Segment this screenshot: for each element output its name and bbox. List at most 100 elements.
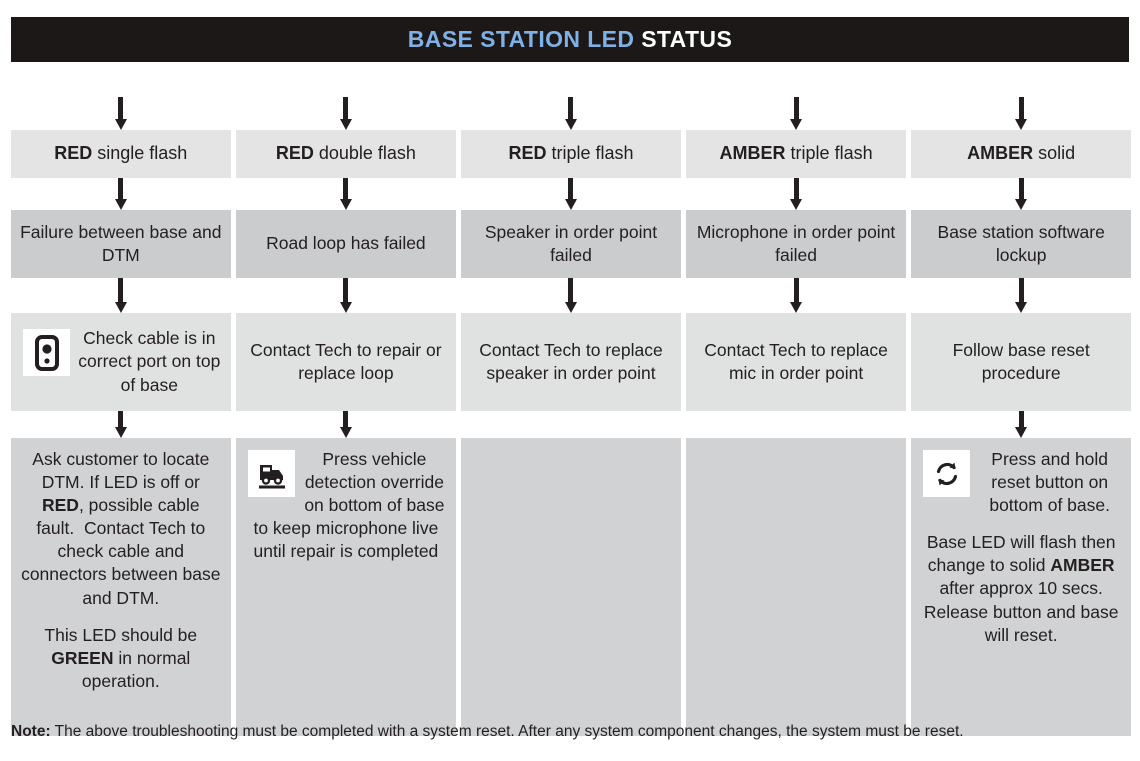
down-arrow-icon	[114, 411, 127, 438]
column-amber-triple-flash: AMBER triple flash	[686, 130, 906, 178]
action-cell: Check cable is in correct port on top of…	[11, 313, 231, 411]
column-amber-solid: Press and hold reset button on bottom of…	[911, 438, 1131, 736]
arrow-row-status-to-fault	[11, 178, 1129, 210]
page-title-highlight: BASE STATION LED	[407, 26, 635, 52]
down-arrow-icon	[1015, 411, 1028, 438]
led-status-cell: AMBER solid	[911, 130, 1131, 178]
footer-note-text: The above troubleshooting must be comple…	[50, 723, 964, 740]
row-recommended-action: Check cable is in correct port on top of…	[11, 313, 1131, 411]
column-amber-solid: Follow base reset procedure	[911, 313, 1131, 411]
down-arrow-icon	[339, 97, 352, 130]
device-port-icon	[23, 329, 70, 377]
led-status-cell: RED triple flash	[461, 130, 681, 178]
action-cell: Contact Tech to repair or replace loop	[236, 313, 456, 411]
action-text: Check cable is in correct port on top of…	[78, 328, 221, 395]
down-arrow-icon	[564, 178, 577, 210]
detail-paragraph: Ask customer to locate DTM. If LED is of…	[21, 449, 221, 608]
detail-paragraph: Base LED will flash then change to solid…	[923, 532, 1119, 645]
column-red-single-flash: RED single flash	[11, 130, 231, 178]
led-status-bold: RED	[508, 143, 547, 164]
arrow-cell	[686, 97, 906, 130]
led-status-bold: AMBER	[719, 143, 786, 164]
keyword-amber: AMBER	[1050, 555, 1115, 576]
detail-cell-empty	[461, 438, 681, 736]
arrow-cell	[11, 278, 231, 313]
detail-cell: Press and hold reset button on bottom of…	[911, 438, 1131, 736]
down-arrow-icon	[790, 278, 803, 313]
led-status-bold: AMBER	[967, 143, 1034, 164]
column-red-triple-flash: Speaker in order point failed	[461, 210, 681, 278]
down-arrow-icon	[1015, 97, 1028, 130]
action-cell: Follow base reset procedure	[911, 313, 1131, 411]
down-arrow-icon	[1015, 178, 1028, 210]
fault-cell: Road loop has failed	[236, 210, 456, 278]
flow-grid: RED single flash RED double flash RED tr…	[11, 97, 1131, 736]
led-status-rest: triple flash	[546, 143, 634, 164]
arrow-row-action-to-detail	[11, 411, 1129, 438]
down-arrow-icon	[114, 278, 127, 313]
arrow-cell	[236, 178, 456, 210]
keyword-red: RED	[42, 495, 79, 516]
column-red-triple-flash: RED triple flash	[461, 130, 681, 178]
led-status-rest: triple flash	[785, 143, 873, 164]
column-red-single-flash: Failure between base and DTM	[11, 210, 231, 278]
fault-cell: Speaker in order point failed	[461, 210, 681, 278]
led-status-rest: double flash	[313, 143, 416, 164]
column-red-single-flash: Ask customer to locate DTM. If LED is of…	[11, 438, 231, 736]
footer-note-label: Note:	[11, 723, 51, 740]
arrow-cell	[686, 411, 906, 438]
column-red-triple-flash: Contact Tech to replace speaker in order…	[461, 313, 681, 411]
led-status-bold: RED	[54, 143, 93, 164]
arrow-cell	[686, 178, 906, 210]
detail-cell-empty	[686, 438, 906, 736]
column-amber-triple-flash: Contact Tech to replace mic in order poi…	[686, 313, 906, 411]
column-red-double-flash: Contact Tech to repair or replace loop	[236, 313, 456, 411]
arrow-cell	[461, 278, 681, 313]
arrow-cell	[686, 278, 906, 313]
row-detailed-instructions: Ask customer to locate DTM. If LED is of…	[11, 438, 1131, 736]
down-arrow-icon	[339, 411, 352, 438]
fault-cell: Microphone in order point failed	[686, 210, 906, 278]
arrow-cell	[911, 178, 1131, 210]
arrow-cell	[461, 178, 681, 210]
row-led-status: RED single flash RED double flash RED tr…	[11, 130, 1131, 178]
arrow-cell	[11, 411, 231, 438]
down-arrow-icon	[564, 97, 577, 130]
led-status-rest: single flash	[92, 143, 188, 164]
arrow-cell	[911, 278, 1131, 313]
detail-paragraph: This LED should be GREEN in normal opera…	[44, 624, 198, 691]
down-arrow-icon	[790, 97, 803, 130]
led-status-rest: solid	[1033, 143, 1076, 164]
arrow-cell	[11, 178, 231, 210]
arrow-cell	[236, 278, 456, 313]
down-arrow-icon	[339, 278, 352, 313]
column-amber-solid: Base station software lockup	[911, 210, 1131, 278]
detail-cell: Press vehicle detection override on bott…	[236, 438, 456, 736]
down-arrow-icon	[114, 178, 127, 210]
vehicle-detection-icon	[248, 450, 296, 497]
row-fault-description: Failure between base and DTM Road loop h…	[11, 210, 1131, 278]
down-arrow-icon	[790, 178, 803, 210]
fault-cell: Failure between base and DTM	[11, 210, 231, 278]
arrow-cell	[911, 97, 1131, 130]
down-arrow-icon	[114, 97, 127, 130]
arrow-cell	[911, 411, 1131, 438]
detail-paragraph: Press vehicle detection override on bott…	[253, 449, 445, 562]
keyword-green: GREEN	[51, 647, 114, 668]
arrow-cell	[461, 97, 681, 130]
action-cell: Contact Tech to replace mic in order poi…	[686, 313, 906, 411]
arrow-row-header-to-status	[11, 97, 1129, 130]
arrow-cell	[236, 97, 456, 130]
detail-paragraph: Press and hold reset button on bottom of…	[919, 448, 1123, 517]
led-status-bold: RED	[275, 143, 314, 164]
down-arrow-icon	[564, 278, 577, 313]
column-red-single-flash: Check cable is in correct port on top of…	[11, 313, 231, 411]
page-title-rest: STATUS	[634, 26, 733, 52]
column-amber-triple-flash: Microphone in order point failed	[686, 210, 906, 278]
column-red-double-flash: Press vehicle detection override on bott…	[236, 438, 456, 736]
reset-refresh-icon	[923, 450, 971, 497]
fault-cell: Base station software lockup	[911, 210, 1131, 278]
action-cell: Contact Tech to replace speaker in order…	[461, 313, 681, 411]
led-status-cell: RED single flash	[11, 130, 231, 178]
